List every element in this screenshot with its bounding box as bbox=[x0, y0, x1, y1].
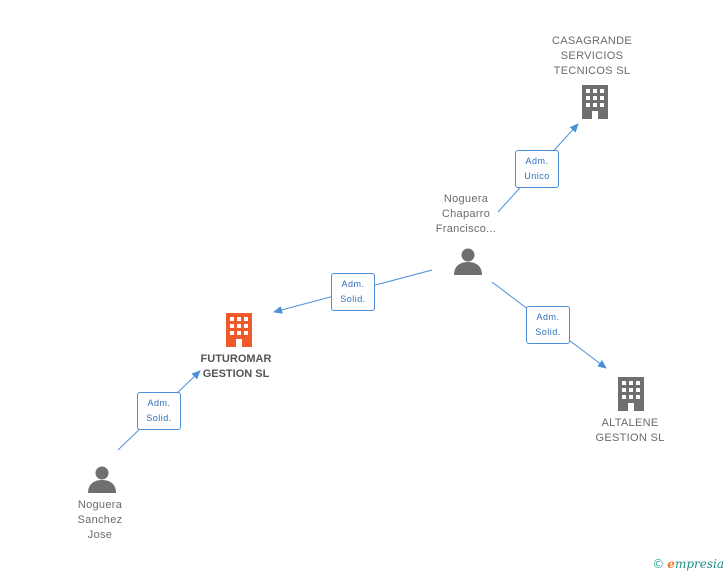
building-icon-focus bbox=[226, 313, 252, 347]
node-label-line: Noguera bbox=[77, 499, 123, 511]
node-label-line: Sanchez bbox=[77, 514, 123, 526]
edge-label-adm-unico: Adm. Unico bbox=[515, 150, 559, 188]
edge-label-line: Unico bbox=[524, 171, 550, 181]
edge-label-adm-solid: Adm. Solid. bbox=[137, 392, 181, 430]
person-icon bbox=[454, 248, 482, 275]
node-label-line: Chaparro bbox=[441, 208, 491, 220]
node-noguera-sanchez-label[interactable]: Noguera Sanchez Jose bbox=[50, 498, 150, 543]
node-futuromar-label[interactable]: FUTUROMAR GESTION SL bbox=[186, 352, 286, 382]
edge-label-adm-solid: Adm. Solid. bbox=[331, 273, 375, 311]
edge-label-adm-solid: Adm. Solid. bbox=[526, 306, 570, 344]
node-label-line: CASAGRANDE bbox=[551, 35, 633, 47]
node-label-line: GESTION SL bbox=[202, 368, 270, 380]
edge-label-line: Solid. bbox=[340, 294, 366, 304]
node-label-line: Noguera bbox=[443, 193, 489, 205]
node-label-line: TECNICOS SL bbox=[553, 65, 631, 77]
node-label-line: Jose bbox=[87, 529, 113, 541]
node-label-line: GESTION SL bbox=[595, 432, 665, 444]
brand-footer[interactable]: ©empresia bbox=[652, 557, 724, 571]
brand-name: mpresia bbox=[674, 557, 724, 571]
node-noguera-chaparro-label[interactable]: Noguera Chaparro Francisco... bbox=[416, 192, 516, 237]
building-icon bbox=[618, 377, 644, 411]
copyright-icon: © bbox=[652, 557, 665, 571]
brand-initial: e bbox=[667, 557, 675, 571]
edge-label-line: Adm. bbox=[341, 279, 365, 289]
node-altalene-label[interactable]: ALTALENE GESTION SL bbox=[580, 416, 680, 446]
node-label-line: FUTUROMAR bbox=[200, 353, 272, 365]
edge-label-line: Solid. bbox=[146, 413, 172, 423]
edge-label-line: Adm. bbox=[536, 312, 560, 322]
node-label-line: ALTALENE bbox=[601, 417, 659, 429]
edge-label-line: Solid. bbox=[535, 327, 561, 337]
edge-label-line: Adm. bbox=[147, 398, 171, 408]
edge-label-line: Adm. bbox=[525, 156, 549, 166]
node-label-line: Francisco... bbox=[435, 223, 497, 235]
person-icon bbox=[88, 466, 116, 493]
node-label-line: SERVICIOS bbox=[560, 50, 624, 62]
building-icon bbox=[582, 85, 608, 119]
node-casagrande-label[interactable]: CASAGRANDE SERVICIOS TECNICOS SL bbox=[532, 34, 652, 79]
